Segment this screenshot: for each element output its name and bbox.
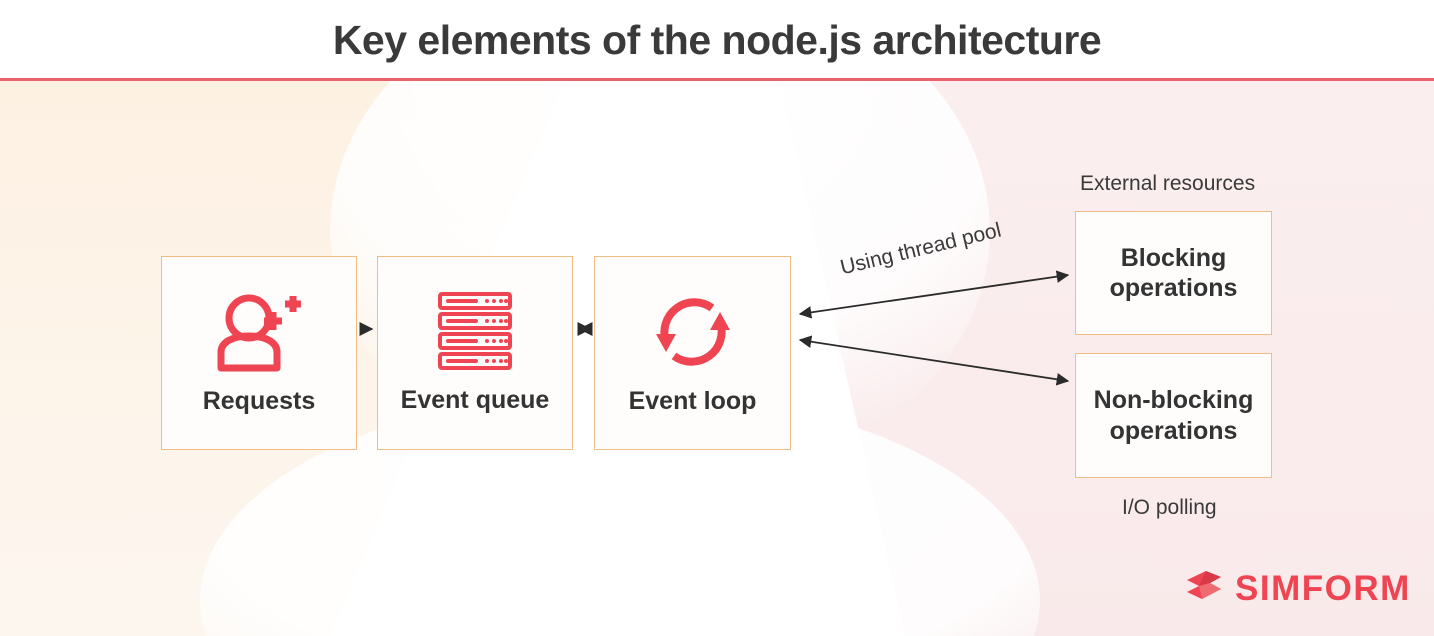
simform-logo: SIMFORM [1182, 568, 1411, 610]
node-blocking-line-2: operations [1109, 274, 1238, 302]
simform-wordmark: SIMFORM [1235, 569, 1411, 608]
background-gradient [0, 81, 1434, 636]
node-blocking-line-1: Blocking [1120, 243, 1227, 272]
node-non-blocking-line-1: Non-blocking [1093, 386, 1254, 414]
page-header: Key elements of the node.js architecture [0, 0, 1434, 80]
node-requests[interactable]: Requests [161, 256, 357, 450]
node-event-loop[interactable]: Event loop [594, 256, 791, 450]
node-non-blocking-operations-label: Non-blocking operations [1094, 385, 1254, 446]
node-non-blocking-line-2: operations [1109, 416, 1238, 445]
diagram-canvas: Requests [0, 81, 1434, 636]
server-stack-icon [437, 291, 513, 371]
label-external-resources: External resources [1080, 172, 1256, 195]
simform-mark-icon [1187, 571, 1221, 599]
refresh-loop-icon [650, 290, 736, 372]
node-event-queue[interactable]: Event queue [377, 256, 573, 450]
node-blocking-operations[interactable]: Blocking operations [1075, 211, 1272, 335]
user-plus-icon [213, 290, 305, 372]
connector-arrows [359, 270, 1070, 386]
label-io-polling: I/O polling [1122, 496, 1217, 519]
connector-loop-to-nonblocking [798, 335, 1070, 386]
node-requests-label: Requests [202, 386, 316, 415]
node-non-blocking-operations[interactable]: Non-blocking operations [1075, 353, 1272, 478]
node-blocking-operations-label: Blocking operations [1110, 243, 1238, 304]
node-event-queue-label: Event queue [400, 385, 550, 414]
connector-loop-to-blocking [798, 270, 1070, 319]
page-title: Key elements of the node.js architecture [332, 16, 1102, 63]
node-event-loop-label: Event loop [628, 386, 757, 415]
title-divider [0, 78, 1434, 81]
